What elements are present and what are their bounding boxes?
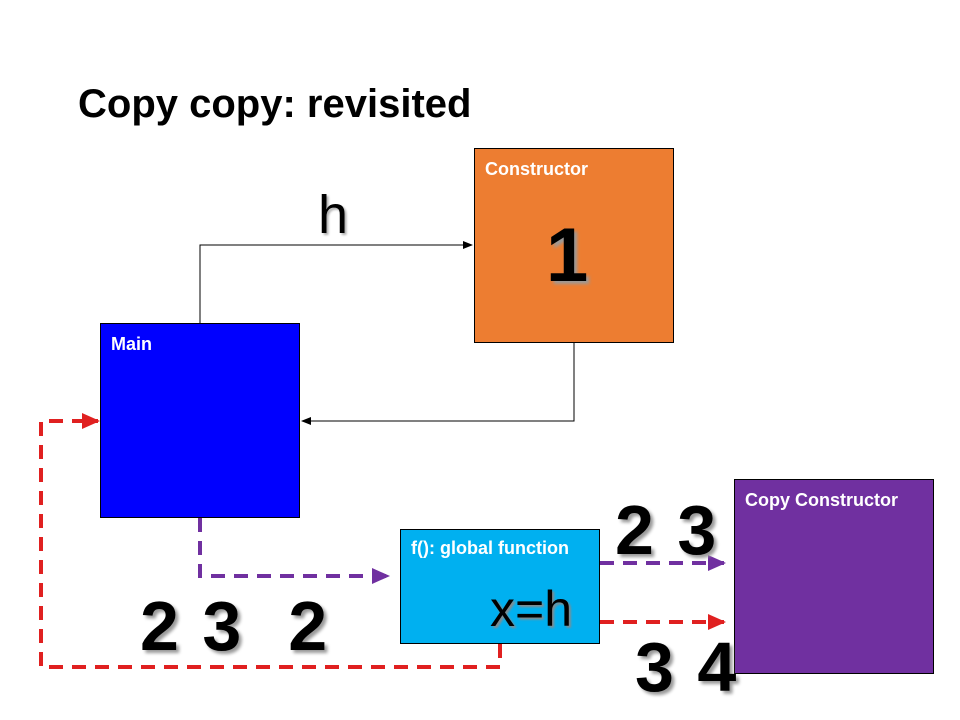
constructor-call-number: 1: [546, 213, 589, 298]
edge-label-h: h: [318, 185, 349, 245]
slide-title: Copy copy: revisited: [78, 82, 472, 126]
function-expression: x=h: [490, 581, 573, 637]
copy-constructor-box: Copy Constructor: [734, 479, 934, 674]
arrow-constructor-to-main: [301, 343, 575, 425]
main-box-label: Main: [111, 334, 153, 354]
edge-label-return: 2 3 2: [140, 587, 328, 665]
arrow-main-to-constructor: [199, 241, 473, 323]
function-box-label: f(): global function: [411, 538, 569, 558]
main-box: Main: [100, 323, 300, 518]
edge-label-upper-copy: 2 3: [615, 491, 719, 569]
constructor-box-label: Constructor: [485, 159, 588, 179]
arrow-main-to-function: [198, 518, 390, 584]
constructor-box: Constructor: [474, 148, 674, 343]
arrow-function-return-to-main: [39, 413, 502, 669]
function-box: f(): global function: [400, 529, 600, 644]
copy-constructor-box-label: Copy Constructor: [745, 490, 898, 510]
edge-label-lower-copy: 3 4: [635, 628, 739, 706]
